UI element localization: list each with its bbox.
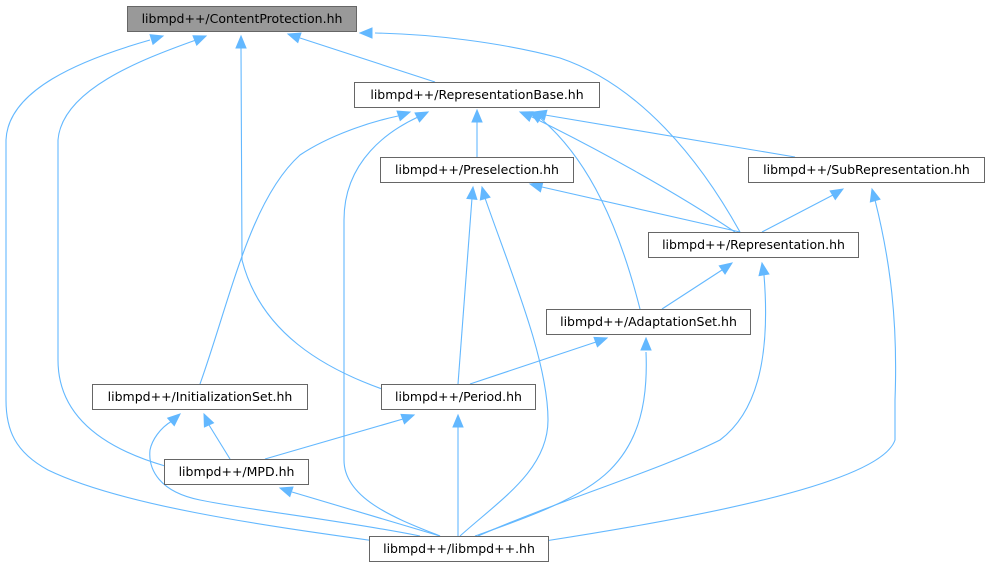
edge-libmpdpp-to-preselection bbox=[459, 185, 549, 537]
edge-arrowhead bbox=[203, 412, 215, 428]
edge-line bbox=[264, 418, 404, 460]
edge-arrowhead bbox=[192, 35, 208, 46]
edge-mpd-to-period bbox=[264, 413, 416, 460]
node-libmpdpp[interactable]: libmpd++/libmpd++.hh bbox=[369, 536, 549, 562]
edge-mpd-to-initialization-set bbox=[203, 412, 231, 460]
edge-arrowhead bbox=[235, 34, 247, 49]
edge-line bbox=[544, 114, 796, 158]
edge-representation-to-sub-representation bbox=[761, 188, 845, 233]
edge-mpd-to-content-protection bbox=[57, 35, 208, 467]
edge-arrowhead bbox=[471, 108, 483, 123]
edge-period-to-content-protection bbox=[235, 34, 401, 396]
edge-adaptation-set-to-representation-base bbox=[528, 111, 641, 310]
edge-line bbox=[661, 269, 723, 310]
edge-arrowhead bbox=[466, 185, 478, 200]
edge-line bbox=[5, 39, 376, 542]
edge-arrowhead bbox=[286, 32, 302, 44]
edge-arrowhead bbox=[166, 413, 181, 427]
edge-representation-base-to-content-protection bbox=[286, 32, 436, 83]
edge-line bbox=[474, 351, 647, 537]
node-representation[interactable]: libmpd++/Representation.hh bbox=[648, 232, 859, 258]
node-period[interactable]: libmpd++/Period.hh bbox=[381, 384, 536, 410]
edge-arrowhead bbox=[414, 111, 430, 123]
edge-libmpdpp-to-representation-base bbox=[343, 111, 441, 537]
node-initialization-set[interactable]: libmpd++/InitializationSet.hh bbox=[92, 384, 308, 410]
edge-arrowhead bbox=[640, 336, 652, 351]
edge-arrowhead bbox=[358, 27, 373, 39]
edge-libmpdpp-to-mpd bbox=[278, 486, 441, 537]
edge-representation-to-representation-base bbox=[518, 111, 736, 233]
edge-arrowhead bbox=[400, 413, 416, 425]
edge-libmpdpp-to-initialization-set bbox=[149, 413, 421, 537]
edge-arrowhead bbox=[149, 34, 165, 46]
edge-period-to-preselection bbox=[457, 185, 478, 385]
edge-line bbox=[374, 32, 741, 233]
edge-line bbox=[343, 116, 441, 537]
edge-initialization-set-to-representation-base bbox=[199, 110, 412, 385]
edge-line bbox=[539, 117, 641, 310]
edge-libmpdpp-to-sub-representation bbox=[544, 187, 897, 542]
edge-line bbox=[529, 115, 736, 233]
node-preselection[interactable]: libmpd++/Preselection.hh bbox=[380, 157, 574, 183]
edge-arrowhead bbox=[829, 188, 845, 201]
edge-line bbox=[149, 420, 421, 537]
edge-line bbox=[541, 186, 741, 233]
edge-line bbox=[469, 341, 597, 385]
edge-line bbox=[208, 424, 231, 460]
edge-line bbox=[459, 197, 549, 537]
node-content-protection[interactable]: libmpd++/ContentProtection.hh bbox=[127, 6, 357, 32]
edge-representation-to-preselection bbox=[528, 181, 741, 233]
edge-libmpdpp-to-content-protection bbox=[5, 34, 376, 542]
edge-line bbox=[57, 39, 197, 467]
edge-arrowhead bbox=[593, 336, 609, 348]
edge-period-to-adaptation-set bbox=[469, 336, 609, 385]
edge-preselection-to-representation-base bbox=[471, 108, 483, 157]
edge-arrowhead bbox=[869, 187, 881, 203]
edge-adaptation-set-to-representation bbox=[661, 262, 734, 310]
edge-arrowhead bbox=[528, 111, 544, 124]
edge-sub-representation-to-representation-base bbox=[532, 109, 796, 158]
edge-arrowhead bbox=[278, 486, 294, 498]
node-mpd[interactable]: libmpd++/MPD.hh bbox=[164, 459, 309, 485]
edge-libmpdpp-to-adaptation-set bbox=[474, 336, 652, 537]
edge-line bbox=[544, 199, 897, 542]
edge-line bbox=[291, 491, 441, 537]
edge-line bbox=[240, 47, 401, 396]
edge-line bbox=[199, 115, 399, 385]
node-adaptation-set[interactable]: libmpd++/AdaptationSet.hh bbox=[546, 309, 751, 335]
edge-arrowhead bbox=[479, 185, 491, 201]
edge-line bbox=[761, 194, 834, 233]
edge-line bbox=[457, 197, 473, 385]
edge-arrowhead bbox=[718, 262, 734, 275]
edge-arrowhead bbox=[396, 110, 412, 122]
node-representation-base[interactable]: libmpd++/RepresentationBase.hh bbox=[354, 82, 600, 108]
node-sub-representation[interactable]: libmpd++/SubRepresentation.hh bbox=[748, 157, 985, 183]
edge-representation-to-content-protection bbox=[358, 27, 741, 233]
edge-arrowhead bbox=[758, 261, 770, 277]
edge-libmpdpp-to-period bbox=[452, 413, 464, 536]
edge-arrowhead bbox=[518, 111, 534, 122]
edge-arrowhead bbox=[452, 413, 464, 428]
edge-arrowhead bbox=[528, 181, 544, 193]
edge-line bbox=[299, 37, 436, 83]
